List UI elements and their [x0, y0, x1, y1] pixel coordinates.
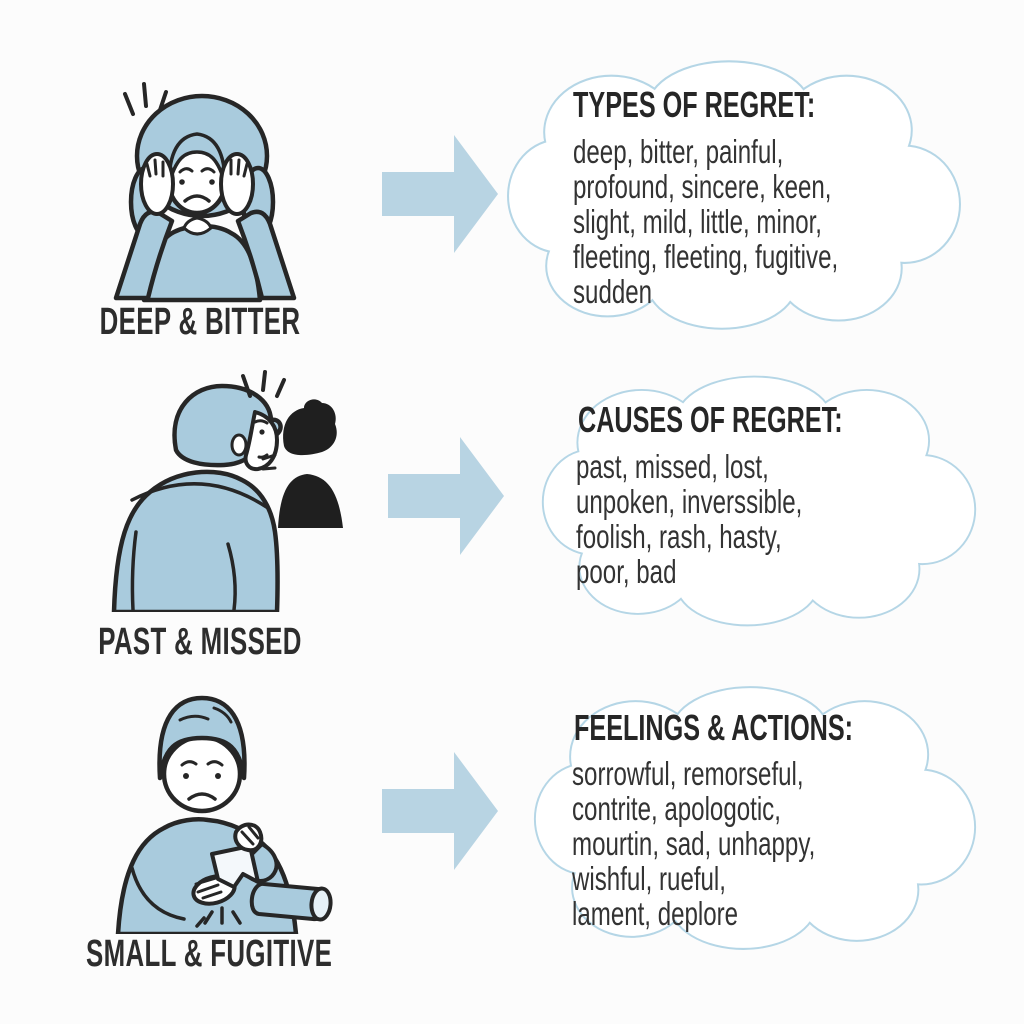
arrow-right-icon	[388, 437, 504, 555]
woman-head-in-hands-illustration	[113, 82, 297, 303]
cloud-feelings-actions: FEELINGS & ACTIONS: sorrowful, remorsefu…	[530, 676, 980, 958]
cloud-title: FEELINGS & ACTIONS:	[574, 707, 854, 748]
arrow-right-icon	[382, 135, 498, 253]
cloud-body-text: deep, bitter, painful, profound, sincere…	[573, 133, 839, 310]
cloud-title: TYPES OF REGRET:	[573, 84, 816, 125]
cloud-body-text: past, missed, lost, unpoken, inverssible…	[576, 448, 803, 590]
silhouette-figure	[278, 399, 343, 528]
cloud-body-text: sorrowful, remorseful, contrite, apologo…	[572, 755, 816, 932]
cloud-types-of-regret: TYPES OF REGRET: deep, bitter, painful, …	[503, 50, 965, 338]
arrow-right-icon	[382, 752, 498, 870]
man-looking-back-at-silhouette-illustration	[111, 370, 343, 612]
cloud-causes-of-regret: CAUSES OF REGRET: past, missed, lost, un…	[538, 366, 980, 634]
row-label-past-missed: PAST & MISSED	[98, 621, 302, 663]
row-label-small-fugitive: SMALL & FUGITIVE	[86, 933, 333, 975]
row-label-deep-bitter: DEEP & BITTER	[99, 301, 301, 343]
person-with-spilled-cup-illustration	[115, 695, 333, 934]
cloud-title: CAUSES OF REGRET:	[578, 399, 843, 440]
